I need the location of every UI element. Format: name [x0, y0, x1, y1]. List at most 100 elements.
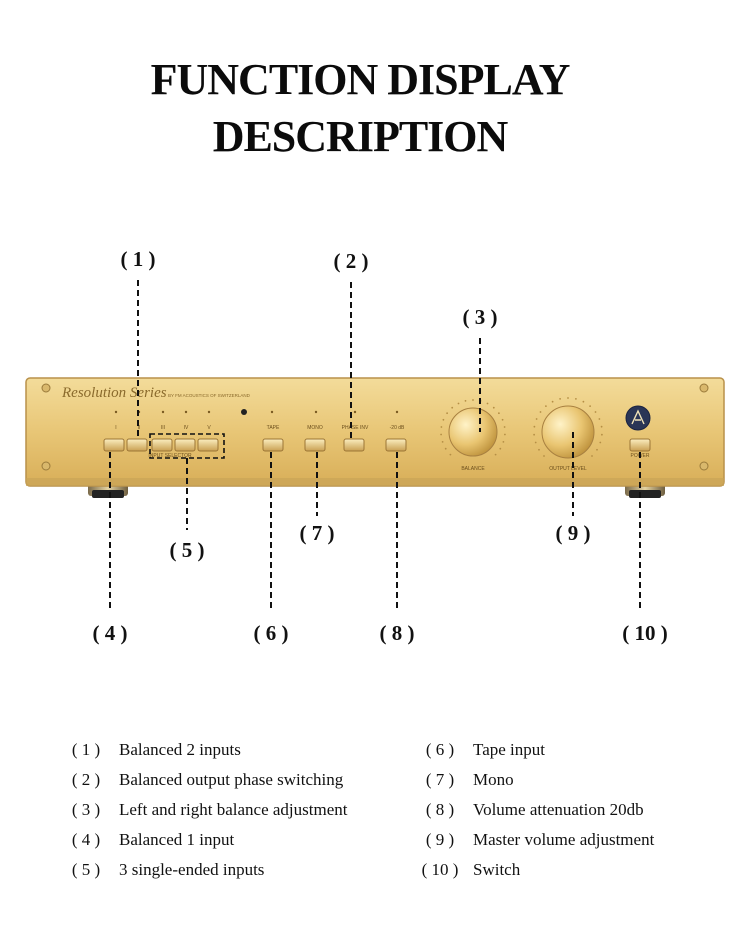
knob-scale-dot	[589, 405, 591, 407]
callout-6: ( 6 )	[253, 621, 289, 645]
legend-number: ( 2 )	[71, 770, 101, 789]
legend-text: Balanced output phase switching	[119, 770, 344, 789]
legend-text: Switch	[473, 860, 521, 879]
knob-scale-dot	[551, 400, 554, 403]
knob-scale-dot	[596, 448, 598, 451]
legend-text: Volume attenuation 20db	[473, 800, 644, 819]
input-iii-button[interactable]	[151, 438, 173, 452]
label-output-level: OUTPUT LEVEL	[549, 466, 587, 472]
knob-scale-dot	[539, 411, 542, 413]
legend-text: Master volume adjustment	[473, 830, 655, 849]
panel-screws	[41, 383, 709, 471]
knob-scale-dot	[440, 433, 442, 436]
knob-scale-dot	[502, 441, 505, 443]
legend-number: ( 5 )	[71, 860, 101, 879]
label-input-v: V	[207, 425, 211, 431]
callout-7: ( 7 )	[299, 521, 335, 545]
label-minus-20db: -20 dB	[390, 425, 405, 431]
legend-text: Mono	[473, 770, 514, 789]
knob-scale-dot	[446, 412, 448, 415]
knob-scale-dot	[533, 433, 535, 436]
tape-button[interactable]	[262, 438, 284, 452]
input-v-button[interactable]	[197, 438, 219, 452]
knob-scale-dot	[601, 433, 603, 436]
legend-text: 3 single-ended inputs	[119, 860, 265, 879]
callout-1: ( 1 )	[120, 247, 156, 271]
input-selector-group-box	[149, 433, 225, 459]
legend-text: Balanced 2 inputs	[119, 740, 241, 759]
page-title-line-2: DESCRIPTION	[212, 112, 509, 161]
knob-scale-dot	[451, 406, 454, 409]
power-led	[241, 409, 247, 415]
knob-scale-dot	[575, 398, 577, 400]
knob-scale-dot	[504, 433, 506, 436]
input-i-button[interactable]	[103, 438, 125, 452]
callout-3: ( 3 )	[462, 305, 498, 329]
mono-button[interactable]	[304, 438, 326, 452]
knob-scale-dot	[591, 455, 593, 457]
knob-scale-dot	[444, 447, 447, 450]
label-input-iv: IV	[184, 425, 189, 431]
label-input-i: I	[115, 425, 116, 431]
label-input-selector: INPUT SELECTOR	[148, 453, 192, 459]
knob-scale-dot	[457, 402, 460, 405]
input-ii-button[interactable]	[126, 438, 148, 452]
knob-scale-dot	[594, 411, 597, 413]
legend-number: ( 4 )	[71, 830, 101, 849]
knob-scale-dot	[492, 406, 495, 409]
brand-logo-mark-icon	[631, 409, 645, 425]
callout-4: ( 4 )	[92, 621, 128, 645]
callout-5: ( 5 )	[169, 538, 205, 562]
legend-text: Left and right balance adjustment	[119, 800, 348, 819]
brand-script: Resolution Series	[61, 385, 167, 401]
knob-scale-dot	[600, 425, 603, 428]
brand-small: BY FM ACOUSTICS OF SWITZERLAND	[168, 393, 251, 398]
knob-scale-dot	[440, 426, 443, 428]
knob-scale-dot	[499, 447, 502, 450]
output-level-knob[interactable]	[541, 405, 595, 459]
knob-scale-dot	[503, 426, 506, 428]
balance-knob-scale	[440, 399, 506, 456]
power-button[interactable]	[629, 438, 651, 452]
knob-scale-dot	[543, 455, 545, 457]
label-input-ii: II	[138, 425, 141, 431]
legend-number: ( 7 )	[425, 770, 455, 789]
knob-scale-dot	[535, 418, 538, 420]
legend-number: ( 9 )	[425, 830, 455, 849]
knob-scale-dot	[599, 441, 602, 444]
knob-scale-dot	[534, 441, 537, 444]
knob-scale-dot	[538, 448, 540, 451]
knob-scale-dot	[464, 400, 467, 402]
knob-scale-dot	[598, 418, 601, 420]
label-mono: MONO	[307, 425, 323, 431]
label-input-iii: III	[161, 425, 165, 431]
callout-9: ( 9 )	[555, 521, 591, 545]
label-balance: BALANCE	[461, 466, 485, 472]
knob-scale-dot	[498, 412, 500, 415]
knob-scale-dot	[501, 418, 504, 421]
label-tape: TAPE	[267, 425, 280, 431]
knob-scale-dot	[449, 453, 452, 456]
callout-10: ( 10 )	[622, 621, 668, 645]
input-iv-button[interactable]	[174, 438, 196, 452]
balance-knob[interactable]	[448, 407, 498, 457]
legend-number: ( 10 )	[421, 860, 459, 879]
knob-scale-dot	[559, 398, 561, 400]
legend-number: ( 6 )	[425, 740, 455, 759]
page-title-line-1: FUNCTION DISPLAY	[150, 55, 571, 104]
phase-inv-button[interactable]	[343, 438, 365, 452]
label-phase-inv: PHASE INV	[342, 425, 369, 431]
legend-number: ( 3 )	[71, 800, 101, 819]
legend-number: ( 8 )	[425, 800, 455, 819]
knob-scale-dot	[442, 418, 445, 421]
knob-scale-dot	[533, 425, 536, 428]
knob-scale-dot	[582, 400, 585, 403]
callout-8: ( 8 )	[379, 621, 415, 645]
knob-scale-dot	[545, 405, 547, 407]
knob-scale-dot	[441, 441, 444, 443]
minus-20db-button[interactable]	[385, 438, 407, 452]
legend-text: Tape input	[473, 740, 545, 759]
knob-scale-dot	[494, 453, 497, 456]
knob-scale-dot	[486, 402, 489, 405]
